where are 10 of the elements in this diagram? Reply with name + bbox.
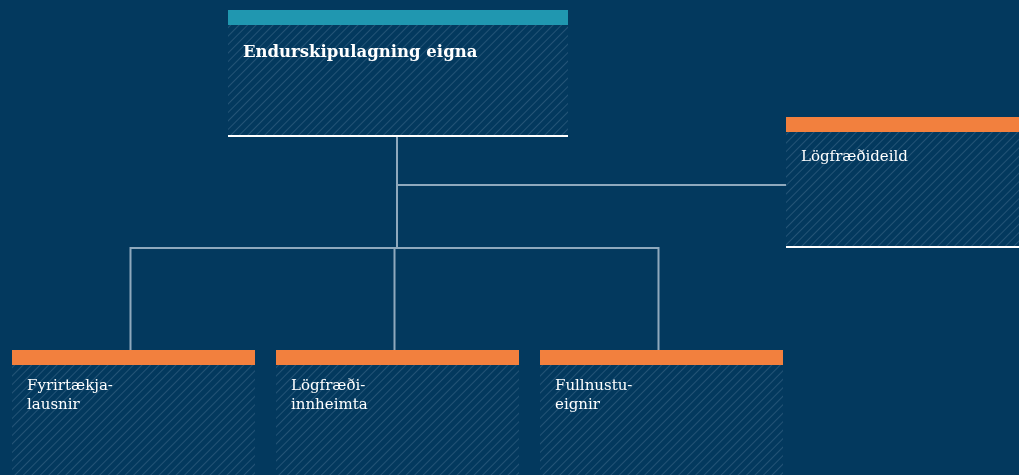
org-box: [786, 117, 1019, 248]
box-label: Lögfræði- innheimta: [291, 376, 369, 414]
org-box: [276, 350, 519, 475]
box-label: Fyrirtækja- lausnir: [27, 376, 114, 414]
box-title: Endurskipulagning eigna: [243, 42, 479, 61]
org-box: [540, 350, 783, 475]
box-label: Fullnustu- eignir: [555, 376, 634, 414]
org-box: [228, 10, 568, 137]
org-box: [12, 350, 255, 475]
box-label: Lögfræðideild: [801, 147, 909, 166]
